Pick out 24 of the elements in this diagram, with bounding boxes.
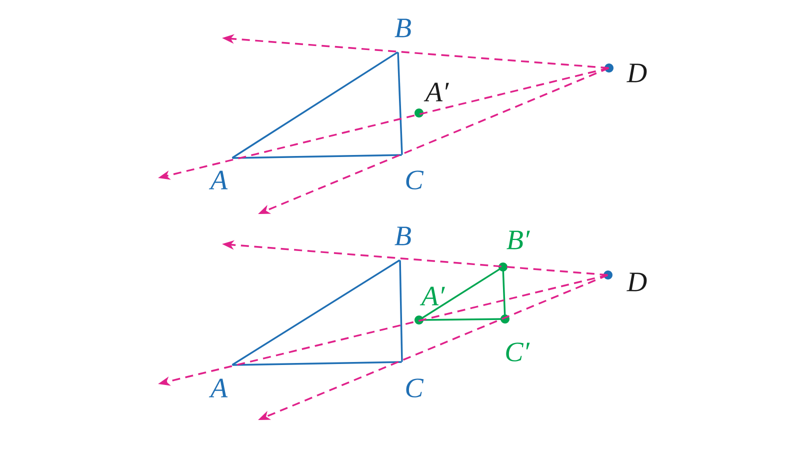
node-label: B′	[506, 230, 530, 250]
labeled-point: B	[394, 18, 411, 38]
node-label: C′	[506, 342, 530, 362]
labeled-point: D	[604, 270, 647, 292]
triangle-side	[397, 52, 403, 155]
labeled-point: A	[208, 378, 228, 398]
triangle-side	[232, 51, 398, 159]
labeled-point: A′	[414, 286, 445, 324]
node-label: A′	[424, 82, 449, 102]
labeled-point: B′	[498, 230, 530, 272]
labeled-point: C	[406, 170, 424, 190]
node-label: D	[626, 272, 647, 292]
triangle-side	[232, 361, 402, 366]
node-label: A′	[420, 286, 445, 306]
node-label: D	[626, 64, 647, 82]
labeled-point: C	[406, 378, 424, 398]
labeled-point: A	[208, 170, 228, 190]
triangle-side	[232, 259, 400, 366]
labeled-point: C′	[500, 314, 530, 362]
labeled-point: B	[394, 226, 411, 246]
labeled-point: A′	[414, 82, 449, 118]
triangle-side	[399, 260, 403, 362]
triangle-side	[232, 154, 402, 159]
labeled-point: D	[604, 64, 647, 82]
